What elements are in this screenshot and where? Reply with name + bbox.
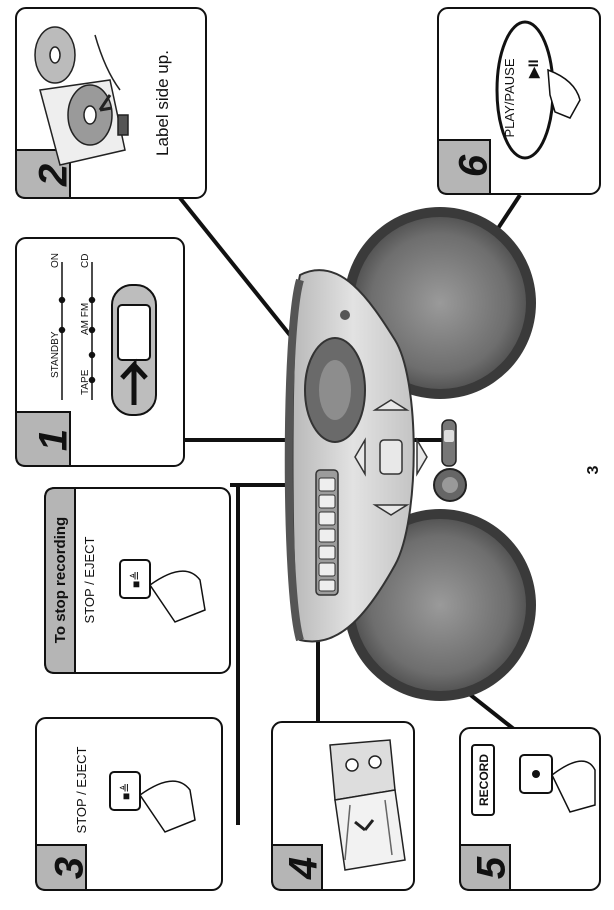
label-tape: TAPE <box>80 369 91 395</box>
selector-scale <box>58 262 96 400</box>
play-pause-icon: ▶II <box>525 59 541 79</box>
hand-icon <box>138 780 196 833</box>
step3-number: 3 <box>48 857 92 879</box>
panel-step5: 5 RECORD <box>459 727 601 891</box>
hand-icon <box>547 68 581 119</box>
cd-key-left <box>354 437 366 477</box>
boombox-handle <box>284 278 304 642</box>
step5-number: 5 <box>470 856 514 879</box>
step6-caption: PLAY/PAUSE <box>502 58 517 137</box>
volume-knob-cap <box>442 477 458 493</box>
cd-insert-illustration <box>34 26 129 166</box>
page-number: 3 <box>585 465 602 474</box>
step3-caption: STOP / EJECT <box>74 746 89 833</box>
cd-key-down <box>372 504 410 516</box>
record-label-box <box>471 744 495 816</box>
tape-button-2 <box>318 494 336 509</box>
hand-icon <box>148 570 206 623</box>
slide-switch-illustration <box>111 284 157 416</box>
stop-eject-button <box>119 559 151 599</box>
headphone-jack <box>340 310 350 320</box>
label-am-fm: AM FM <box>80 303 91 335</box>
cd-key-up <box>372 399 410 411</box>
step2-caption: Label side up. <box>153 50 172 156</box>
record-dot-icon <box>532 770 540 778</box>
panel-stop-recording: To stop recording STOP / EJECT ■≜ <box>44 487 231 674</box>
label-cd: CD <box>80 254 91 268</box>
cd-key-center <box>379 439 403 475</box>
panel-step4: 4 <box>271 721 415 891</box>
tape-button-3 <box>318 511 336 526</box>
tape-button-5 <box>318 545 336 560</box>
function-selector <box>441 419 457 467</box>
cassette-insert-illustration <box>329 739 406 871</box>
stop-eject-icon: ■≜ <box>129 571 143 588</box>
step6-number: 6 <box>452 154 496 177</box>
label-standby: STANDBY <box>50 331 61 378</box>
boombox <box>284 207 536 701</box>
stop-recording-heading: To stop recording <box>52 517 69 643</box>
tape-button-4 <box>318 528 336 543</box>
panel-step1: 1 STANDBY ON TAPE AM FM CD <box>15 237 185 467</box>
step2-number: 2 <box>32 164 76 187</box>
panel-step6: 6 PLAY/PAUSE ▶II <box>437 7 601 195</box>
cd-control-cluster <box>354 399 428 516</box>
step4-number: 4 <box>282 857 326 880</box>
tape-button-6 <box>318 562 336 577</box>
tape-button-7 <box>318 579 336 592</box>
stop-eject-icon: ■≜ <box>119 783 133 800</box>
label-on: ON <box>50 253 61 268</box>
step1-number: 1 <box>32 429 76 451</box>
panel-step2: 2 Label side up. <box>15 7 207 199</box>
stop-recording-caption: STOP / EJECT <box>82 536 97 623</box>
cd-key-right <box>416 437 428 477</box>
tape-button-1 <box>318 477 336 492</box>
panel-step3: 3 STOP / EJECT ■≜ <box>35 717 223 891</box>
step5-button-label: RECORD <box>477 754 491 806</box>
function-selector-knob <box>444 430 454 442</box>
stop-eject-button <box>109 771 141 811</box>
cd-window-inner <box>319 360 351 420</box>
hand-icon <box>551 760 596 813</box>
